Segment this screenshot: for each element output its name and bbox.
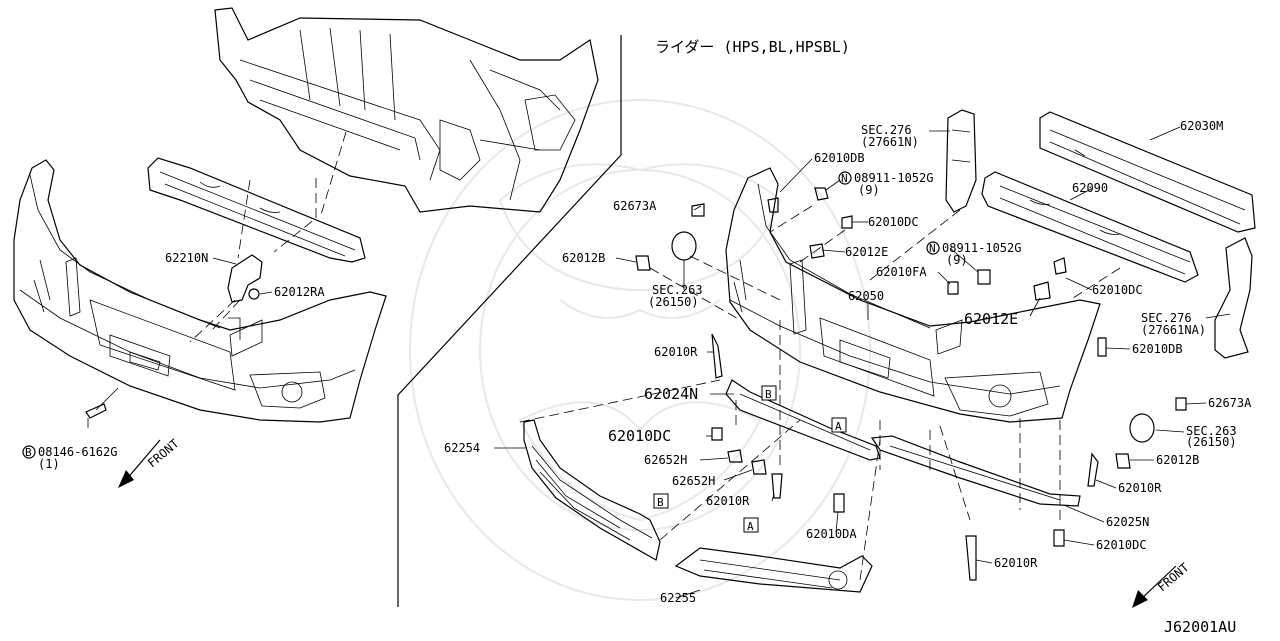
radiator-core-support bbox=[214, 7, 599, 213]
marker-b-label: B bbox=[765, 388, 772, 401]
part-label: SEC.276 bbox=[861, 123, 912, 137]
part-label: 62012E bbox=[845, 245, 888, 259]
bracket-sec276-lower bbox=[1214, 237, 1253, 359]
part-label: 08911-1052G bbox=[942, 241, 1021, 255]
nut-prefix-circle bbox=[838, 171, 852, 185]
part-label: 62025N bbox=[1106, 515, 1149, 529]
part-label: 62673A bbox=[613, 199, 657, 213]
box-marker-b-lower: B bbox=[653, 493, 669, 509]
part-label: 62210N bbox=[165, 251, 208, 265]
nut-prefix-circle bbox=[926, 241, 940, 255]
bracket-sec276-upper bbox=[945, 109, 977, 213]
part-label: 62010DB bbox=[814, 151, 865, 165]
cover-62024N bbox=[725, 379, 881, 461]
part-label: 62010DC bbox=[608, 427, 671, 445]
front-arrow-left bbox=[118, 439, 161, 488]
part-label: 62030M bbox=[1180, 119, 1223, 133]
part-label: 62652H bbox=[672, 474, 715, 488]
diagram-code: J62001AU bbox=[1164, 618, 1236, 636]
leader-dashes-right bbox=[519, 205, 1121, 581]
part-qty: (1) bbox=[38, 457, 60, 471]
part-label: 62010R bbox=[706, 494, 750, 508]
clip-62012RA bbox=[248, 288, 260, 300]
part-label: SEC.263 bbox=[1186, 424, 1237, 438]
marker-a-label: A bbox=[747, 520, 754, 533]
part-qty: (9) bbox=[858, 183, 880, 197]
part-label: 62090 bbox=[1072, 181, 1108, 195]
part-label: 62010DB bbox=[1132, 342, 1183, 356]
fasteners-right bbox=[635, 187, 1187, 581]
marker-b-label: B bbox=[657, 496, 664, 509]
part-label: 62652H bbox=[644, 453, 687, 467]
part-label: 62255 bbox=[660, 591, 696, 605]
part-label: 62012B bbox=[1156, 453, 1199, 467]
leader-dash bbox=[273, 178, 317, 253]
front-bumper-fascia-62050 bbox=[725, 167, 1101, 423]
part-label: 62010DC bbox=[1092, 283, 1143, 297]
part-label: 62254 bbox=[444, 441, 480, 455]
part-label: 62012RA bbox=[274, 285, 325, 299]
front-arrow-right bbox=[1132, 565, 1177, 608]
part-label: 62673A bbox=[1208, 396, 1252, 410]
part-label: 62012B bbox=[562, 251, 605, 265]
part-label: 62010DA bbox=[806, 527, 857, 541]
bumper-reinforcement-62030M bbox=[1039, 111, 1256, 233]
energy-absorber-62090 bbox=[981, 171, 1199, 283]
part-label: 62010R bbox=[994, 556, 1038, 570]
reinforcement-bar-left bbox=[147, 157, 366, 263]
part-label: (27661NA) bbox=[1141, 323, 1206, 337]
part-label: 08911-1052G bbox=[854, 171, 933, 185]
section-divider bbox=[397, 35, 622, 607]
part-qty: (9) bbox=[946, 253, 968, 267]
grille-62254 bbox=[523, 419, 661, 561]
nut-prefix-label: N bbox=[929, 242, 936, 255]
part-label: 62012E bbox=[964, 310, 1018, 328]
front-label-right: FRONT bbox=[1155, 560, 1192, 594]
leader-dash bbox=[189, 299, 236, 343]
part-label: (26150) bbox=[648, 295, 699, 309]
box-marker-a-upper: A bbox=[831, 417, 847, 433]
part-label: 62010R bbox=[654, 345, 698, 359]
bracket-62210N bbox=[227, 254, 263, 303]
bolt-prefix-circle bbox=[22, 445, 36, 459]
part-label: 62050 bbox=[848, 289, 884, 303]
watermark-emblem bbox=[409, 99, 871, 601]
part-label: 62024N bbox=[644, 385, 698, 403]
part-label: 62010R bbox=[1118, 481, 1162, 495]
part-label: (27661N) bbox=[861, 135, 919, 149]
marker-a-label: A bbox=[835, 420, 842, 433]
part-label: 62010DC bbox=[868, 215, 919, 229]
leader-dash bbox=[237, 179, 251, 259]
part-label: 08146-6162G bbox=[38, 445, 117, 459]
variant-note: ライダー (HPS,BL,HPSBL) bbox=[655, 38, 850, 56]
leader-lines bbox=[212, 126, 1231, 599]
front-label-left: FRONT bbox=[145, 436, 182, 470]
box-marker-a-lower: A bbox=[743, 517, 759, 533]
cover-62025N bbox=[870, 435, 1081, 507]
part-label: 62010FA bbox=[876, 265, 927, 279]
nut-prefix-label: N bbox=[841, 172, 848, 185]
part-label: (26150) bbox=[1186, 435, 1237, 449]
part-label: 62010DC bbox=[1096, 538, 1147, 552]
part-label: SEC.263 bbox=[652, 283, 703, 297]
bolt-08146-6162G bbox=[85, 403, 107, 428]
bolt-prefix-label: B bbox=[25, 446, 32, 459]
part-label: SEC.276 bbox=[1141, 311, 1192, 325]
grille-62255 bbox=[674, 547, 873, 593]
box-marker-b-upper: B bbox=[761, 385, 777, 401]
front-bumper-fascia-left bbox=[13, 159, 387, 423]
leader-dash bbox=[319, 131, 347, 219]
